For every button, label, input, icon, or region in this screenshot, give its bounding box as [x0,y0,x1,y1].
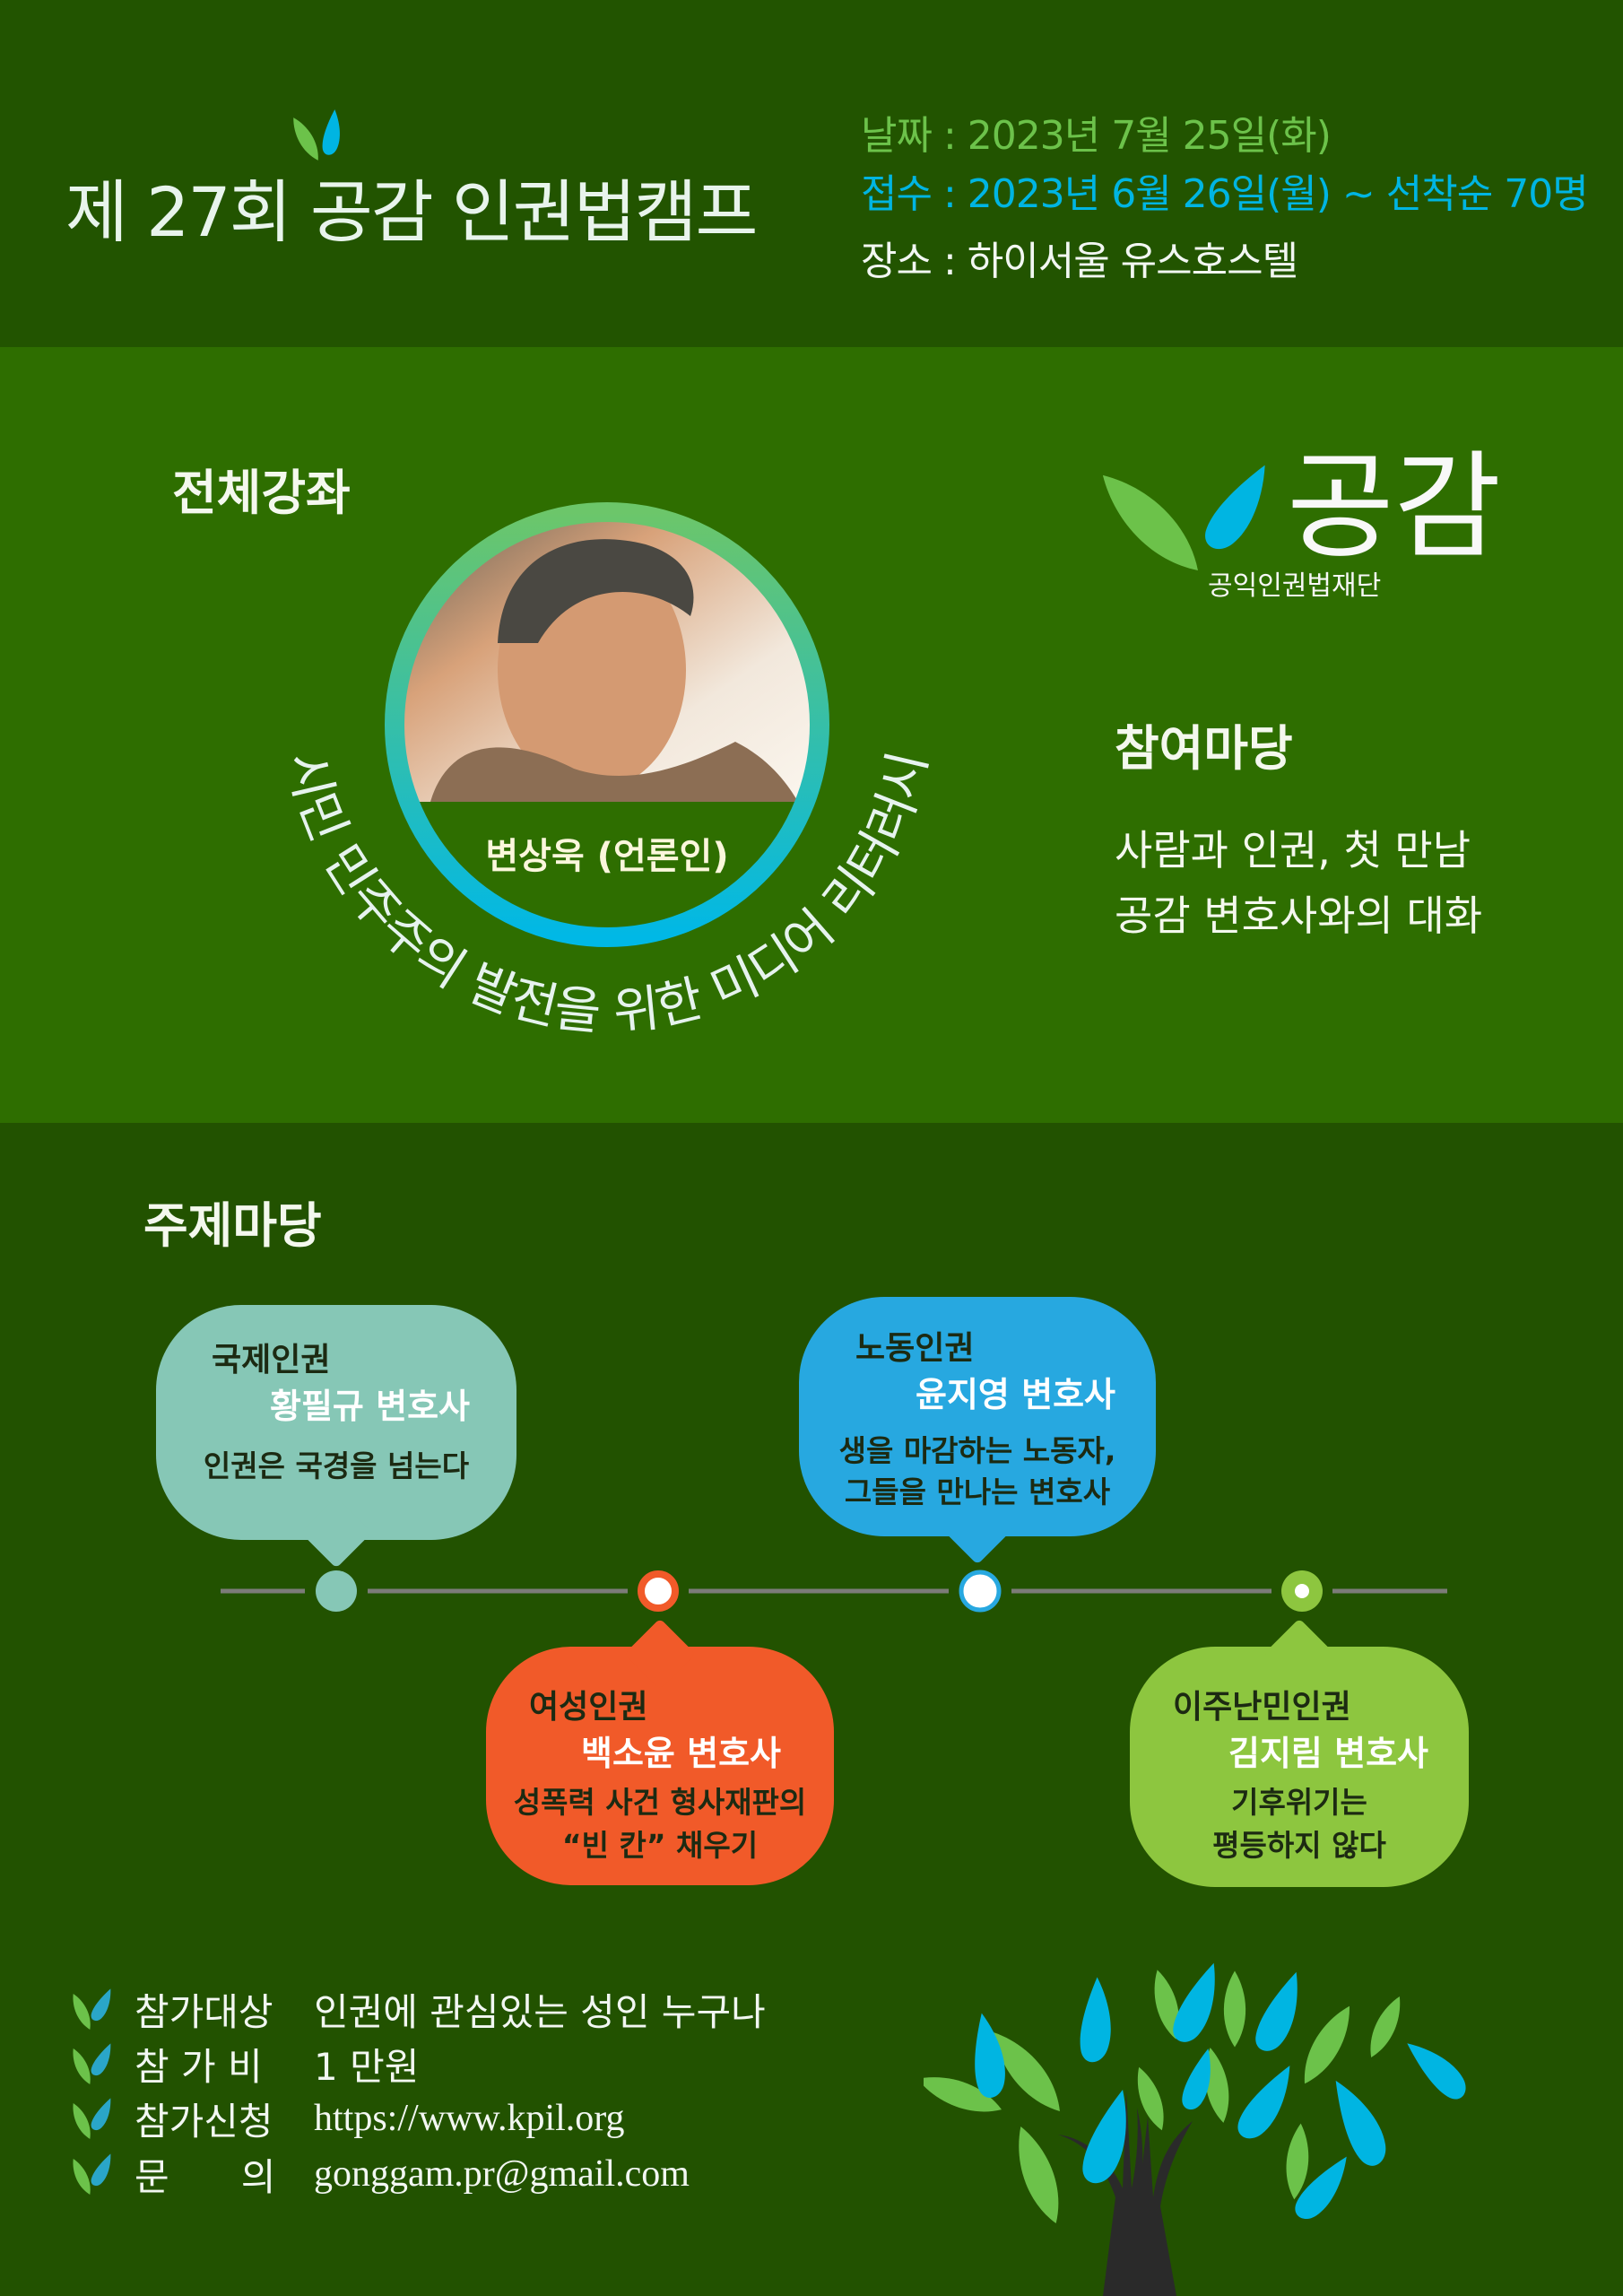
tree-illustration [924,1957,1474,2296]
theme-desc: 그들을 만나는 변호사 [844,1474,1111,1509]
detail-row-target: 참가대상 인권에 관심있는 성인 누구나 [70,1982,766,2036]
detail-label: 참가대상 [135,1989,273,2034]
event-date: 날짜 : 2023년 7월 25일(화) [861,113,1332,159]
theme-speaker: 김지림 변호사 [1228,1734,1428,1773]
themes-heading: 주제마당 [143,1197,322,1254]
participation-heading: 참여마당 [1115,720,1293,777]
theme-title: 여성인권 [529,1689,648,1726]
detail-label: 참가신청 [135,2099,273,2144]
portrait-ring [385,502,829,947]
detail-row-apply: 참가신청 https://www.kpil.org [70,2092,625,2145]
leaf-bullet-icon [70,2041,115,2086]
theme-desc: 인권은 국경을 넘는다 [203,1448,470,1483]
timeline [221,1570,1447,1613]
theme-desc: 기후위기는 [1231,1785,1367,1820]
participation-item: 공감 변호사와의 대화 [1115,891,1483,940]
detail-row-contact: 문 의 gonggam.pr@gmail.com [70,2147,690,2201]
theme-speaker: 윤지영 변호사 [916,1375,1115,1414]
detail-value: 1 만원 [314,2044,420,2089]
timeline-dot-labor [959,1570,1002,1613]
theme-speaker: 백소윤 변호사 [581,1734,781,1773]
speaker-name: 변상욱 (언론인) [485,836,729,877]
logo-wordmark: 공감 [1287,439,1502,575]
contact-email-link[interactable]: gonggam.pr@gmail.com [314,2153,690,2195]
apply-link[interactable]: https://www.kpil.org [314,2098,625,2139]
page-title: 제 27회 공감 인권법캠프 [65,172,758,252]
registration-info: 접수 : 2023년 6월 26일(월) ~ 선착순 70명 [861,171,1589,217]
leaf-bullet-icon [70,1987,115,2031]
leaf-bullet-icon [70,2096,115,2141]
timeline-dot-international [316,1570,357,1612]
timeline-dot-women [638,1570,679,1612]
theme-desc: “빈 칸” 채우기 [561,1828,759,1863]
theme-desc: 생을 마감하는 노동자, [838,1433,1116,1468]
theme-desc: 평등하지 않다 [1212,1828,1386,1863]
theme-desc: 성폭력 사건 형사재판의 [513,1785,807,1820]
theme-bubble-migrant: 이주난민인권 김지림 변호사 기후위기는 평등하지 않다 [1130,1618,1469,1887]
theme-title: 이주난민인권 [1173,1689,1351,1726]
event-place: 장소 : 하이서울 유스호스텔 [861,239,1298,284]
theme-title: 노동인권 [855,1330,975,1367]
detail-row-fee: 참 가 비 1 만원 [70,2037,419,2091]
theme-speaker: 황필규 변호사 [270,1387,470,1426]
header-band [0,0,1623,347]
speaker-portrait: 시민 민주주의 발전을 위한 미디어 리터러시 [275,502,939,1042]
detail-label: 문 의 [135,2154,276,2199]
timeline-dot-center [1295,1584,1309,1598]
detail-value: 인권에 관심있는 성인 누구나 [314,1989,766,2034]
leaf-bullet-icon [70,2152,115,2196]
tree-trunk [1058,2090,1193,2296]
theme-bubble-women: 여성인권 백소윤 변호사 성폭력 사건 형사재판의 “빈 칸” 채우기 [486,1618,834,1885]
logo-subtitle: 공익인권법재단 [1208,570,1382,602]
theme-bubble-international: 국제인권 황필규 변호사 인권은 국경을 넘는다 [156,1305,516,1569]
theme-title: 국제인권 [212,1342,331,1378]
lecture-heading: 전체강좌 [172,465,351,521]
detail-label: 참 가 비 [135,2044,263,2089]
theme-bubble-labor: 노동인권 윤지영 변호사 생을 마감하는 노동자, 그들을 만나는 변호사 [799,1297,1156,1565]
participation-item: 사람과 인권, 첫 만남 [1115,826,1471,874]
